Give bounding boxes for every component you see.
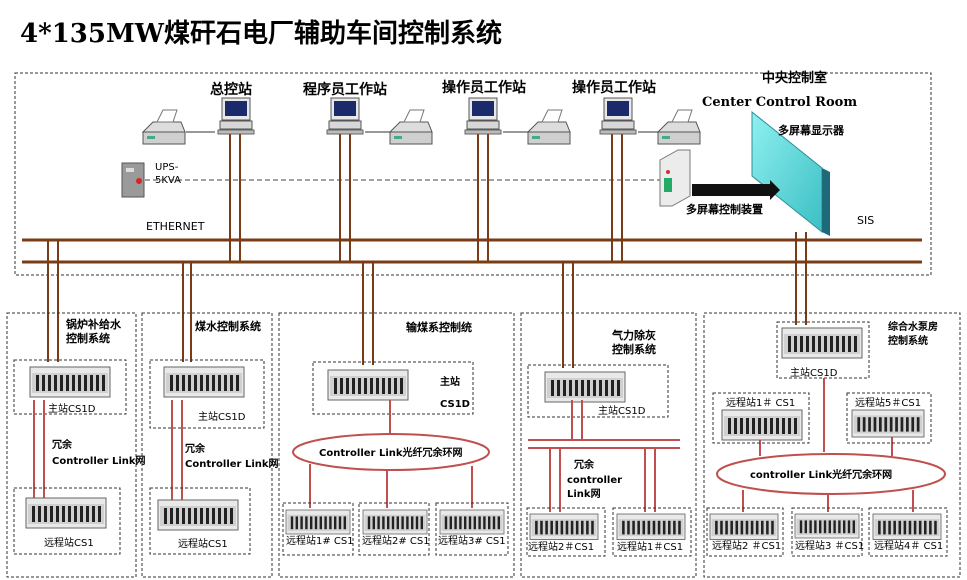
pump-remote-2: 远程站2 ＃CS1 <box>712 539 781 552</box>
central-control-frame <box>14 72 932 276</box>
display-controller <box>659 149 780 207</box>
plc-icon <box>781 327 863 359</box>
diagram-title: 4*135MW煤矸石电厂辅助车间控制系统 <box>20 18 502 49</box>
subsystem-boiler: 锅炉补给水 控制系统 主站CS1D 冗余 Controller Link网 远程… <box>6 312 146 578</box>
boiler-title-l2: 控制系统 <box>66 331 110 345</box>
ups-label-line1: UPS- <box>155 162 179 173</box>
station-label-programmer: 程序员工作站 <box>303 81 387 98</box>
pump-title-l1: 综合水泵房 <box>888 320 938 333</box>
coal-water-remote-label: 远程站CS1 <box>178 537 228 550</box>
plc-icon <box>25 497 107 529</box>
plc-icon <box>327 369 409 401</box>
ash-master-label: 主站CS1D <box>598 404 646 417</box>
ash-title-l2: 控制系统 <box>612 342 656 356</box>
subsystem-pump: 综合水泵房 控制系统 主站CS1D 远程站1＃ CS1 远程站5＃CS1 con… <box>703 312 961 578</box>
control-room-cn: 中央控制室 <box>762 70 827 86</box>
plc-icon <box>872 513 942 540</box>
workstation-main-control: 总控站 <box>142 81 255 145</box>
pump-title-l2: 控制系统 <box>888 334 928 347</box>
ash-redundant-l1: 冗余 <box>574 458 595 471</box>
fiber-ring <box>292 433 490 471</box>
plc-icon <box>794 513 860 539</box>
printer-icon <box>389 109 433 145</box>
pump-ring-label: controller Link光纤冗余环网 <box>750 468 892 481</box>
printer-icon <box>657 109 701 145</box>
coal-transport-remote-3: 远程站3# CS1 <box>438 534 506 547</box>
plc-icon <box>285 509 351 535</box>
plc-icon <box>439 509 505 535</box>
boiler-remote-label: 远程站CS1 <box>44 536 94 549</box>
plc-icon <box>29 366 111 398</box>
ups-unit: UPS- 5KVA <box>121 162 181 198</box>
pump-remote-3: 远程站3 ＃CS1 <box>795 539 864 552</box>
computer-icon <box>326 97 364 135</box>
pump-remote-4: 远程站4＃ CS1 <box>874 539 943 552</box>
ups-label-line2: 5KVA <box>155 175 181 186</box>
ethernet-label: ETHERNET <box>146 220 205 233</box>
plc-icon <box>362 509 428 535</box>
plc-icon <box>157 499 239 531</box>
coal-transport-remote-1: 远程站1# CS1 <box>286 534 354 547</box>
boiler-redundant-l1: 冗余 <box>52 438 73 451</box>
boiler-master-label: 主站CS1D <box>48 402 96 415</box>
plc-icon <box>544 371 626 403</box>
ash-redundant-l2: controller <box>567 475 622 486</box>
subsystem-drops <box>47 240 807 368</box>
workstation-programmer: 程序员工作站 <box>303 81 433 145</box>
control-room-en: Center Control Room <box>702 95 857 110</box>
printer-icon <box>527 109 571 145</box>
ash-remote-1: 远程站1＃CS1 <box>617 540 683 553</box>
coal-transport-ring-label: Controller Link光纤冗余环网 <box>319 446 463 459</box>
computer-icon <box>599 97 637 135</box>
subsystem-ash: 气力除灰 控制系统 主站CS1D 冗余 controller Link网 远程站… <box>520 312 697 578</box>
ash-remote-2: 远程站2＃CS1 <box>528 540 594 553</box>
workstation-operator-1: 操作员工作站 <box>442 79 571 145</box>
coal-transport-title: 输煤系控制统 <box>406 320 472 334</box>
coal-transport-remote-2: 远程站2# CS1 <box>362 534 430 547</box>
station-label-operator-1: 操作员工作站 <box>442 79 526 96</box>
ash-redundant-l3: Link网 <box>567 488 601 500</box>
coal-transport-master-l2: CS1D <box>440 399 470 410</box>
pump-master-label: 主站CS1D <box>790 366 838 379</box>
ash-title-l1: 气力除灰 <box>611 328 656 342</box>
display-controller-label: 多屏幕控制装置 <box>686 202 763 216</box>
station-label-main: 总控站 <box>210 81 252 98</box>
coal-transport-master-l1: 主站 <box>440 375 460 388</box>
coal-water-title: 煤水控制系统 <box>195 319 261 333</box>
coal-water-redundant-l1: 冗余 <box>185 442 206 455</box>
workstation-operator-2: 操作员工作站 <box>572 79 701 145</box>
plc-icon <box>163 366 245 398</box>
printer-icon <box>142 109 186 145</box>
boiler-title-l1: 锅炉补给水 <box>66 317 122 331</box>
arrow-icon <box>692 180 780 200</box>
boiler-redundant-l2: Controller Link网 <box>52 455 146 467</box>
pump-remote-1: 远程站1＃ CS1 <box>726 396 795 409</box>
plc-icon <box>851 409 925 438</box>
coal-water-master-label: 主站CS1D <box>198 410 246 423</box>
subsystem-coal-water: 煤水控制系统 主站CS1D 冗余 Controller Link网 远程站CS1 <box>141 312 279 578</box>
plc-icon <box>721 409 803 441</box>
subsystem-coal-transport: 输煤系控制统 主站 CS1D Controller Link光纤冗余环网 远程站… <box>278 312 515 578</box>
workstation-drops <box>229 134 807 262</box>
pump-remote-5: 远程站5＃CS1 <box>855 396 921 409</box>
coal-water-redundant-l2: Controller Link网 <box>185 458 279 470</box>
plc-icon <box>529 513 599 540</box>
sis-label: SIS <box>857 214 874 227</box>
display-wall-label: 多屏幕显示器 <box>778 123 845 137</box>
plc-icon <box>616 513 686 540</box>
plc-icon <box>709 513 779 540</box>
computer-icon <box>464 97 502 135</box>
computer-icon <box>217 97 255 135</box>
station-label-operator-2: 操作员工作站 <box>572 79 656 96</box>
display-wall <box>751 110 830 236</box>
fiber-ring <box>716 453 946 495</box>
